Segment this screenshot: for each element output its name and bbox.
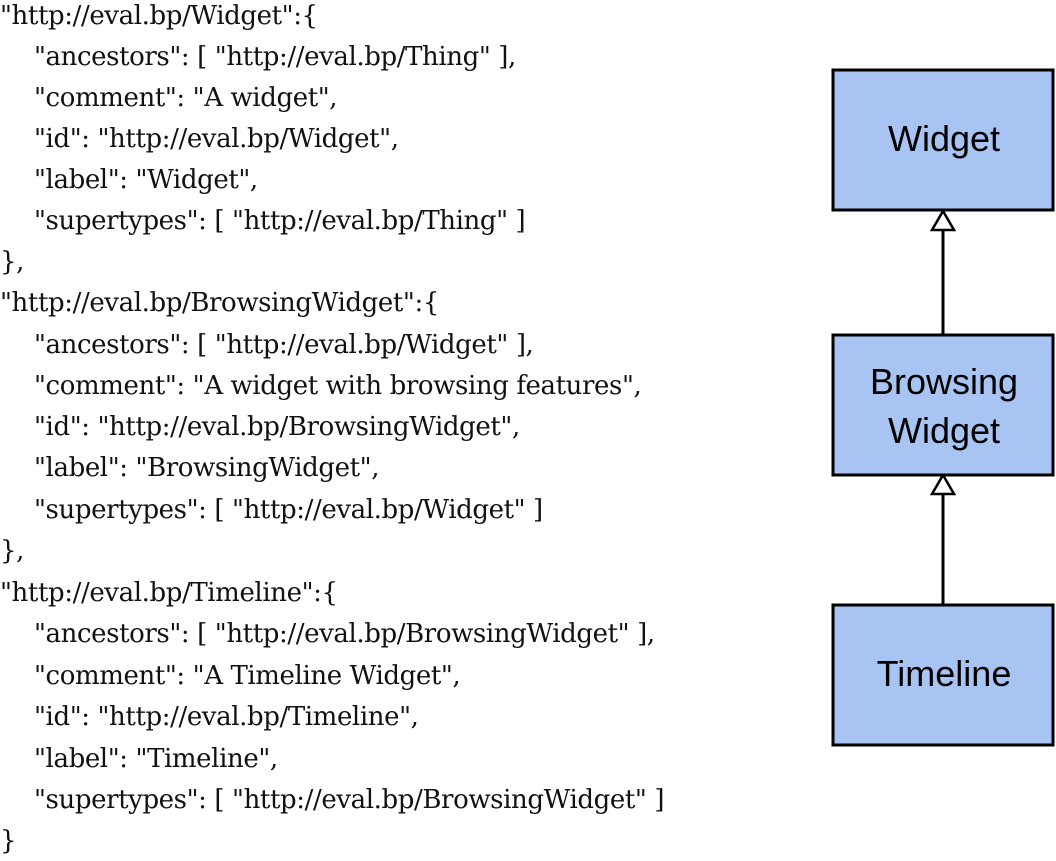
node-browsing-widget: Browsing Widget [831,333,1055,477]
code-line-timeline-comment: "comment": "A Timeline Widget", [34,661,461,691]
node-browsing-widget-label-line2: Widget [888,410,1000,451]
node-timeline-box [831,603,1055,747]
code-line-browsingwidget-comment: "comment": "A widget with browsing featu… [34,371,642,401]
code-line-timeline-label: "label": "Timeline", [34,744,278,774]
code-line-widget-label: "label": "Widget", [34,165,258,195]
code-line-browsingwidget-close: }, [0,536,25,566]
node-timeline-label: Timeline [877,653,1012,694]
node-browsing-widget-label-line1: Browsing [870,361,1018,402]
node-widget-box [831,68,1055,212]
code-line-timeline-key: "http://eval.bp/Timeline":{ [0,578,338,608]
code-line-browsingwidget-id: "id": "http://eval.bp/BrowsingWidget", [34,412,520,442]
code-line-browsingwidget-supertypes: "supertypes": [ "http://eval.bp/Widget" … [34,495,543,525]
code-line-timeline-ancestors: "ancestors": [ "http://eval.bp/BrowsingW… [34,619,655,649]
code-line-widget-ancestors: "ancestors": [ "http://eval.bp/Thing" ], [34,42,516,72]
code-line-widget-close: }, [0,247,25,277]
code-line-widget-supertypes: "supertypes": [ "http://eval.bp/Thing" ] [34,206,526,236]
code-line-browsingwidget-label: "label": "BrowsingWidget", [34,453,380,483]
code-line-browsingwidget-ancestors: "ancestors": [ "http://eval.bp/Widget" ]… [34,330,534,360]
node-widget-label: Widget [888,118,1000,159]
node-timeline: Timeline [831,603,1055,747]
generalization-arrowhead-browsingwidget [929,472,957,496]
code-line-timeline-supertypes: "supertypes": [ "http://eval.bp/Browsing… [34,785,665,815]
code-line-timeline-id: "id": "http://eval.bp/Timeline", [34,702,419,732]
generalization-arrowhead-widget [929,208,957,232]
node-browsing-widget-box [831,333,1055,477]
code-line-browsingwidget-key: "http://eval.bp/BrowsingWidget":{ [0,288,439,318]
code-line-timeline-close: } [0,826,17,856]
json-code-listing: "http://eval.bp/Widget":{ "ancestors": [… [0,1,665,856]
code-line-widget-comment: "comment": "A widget", [34,83,338,113]
code-line-widget-key: "http://eval.bp/Widget":{ [0,1,318,31]
node-widget: Widget [831,68,1055,212]
code-line-widget-id: "id": "http://eval.bp/Widget", [34,124,399,154]
